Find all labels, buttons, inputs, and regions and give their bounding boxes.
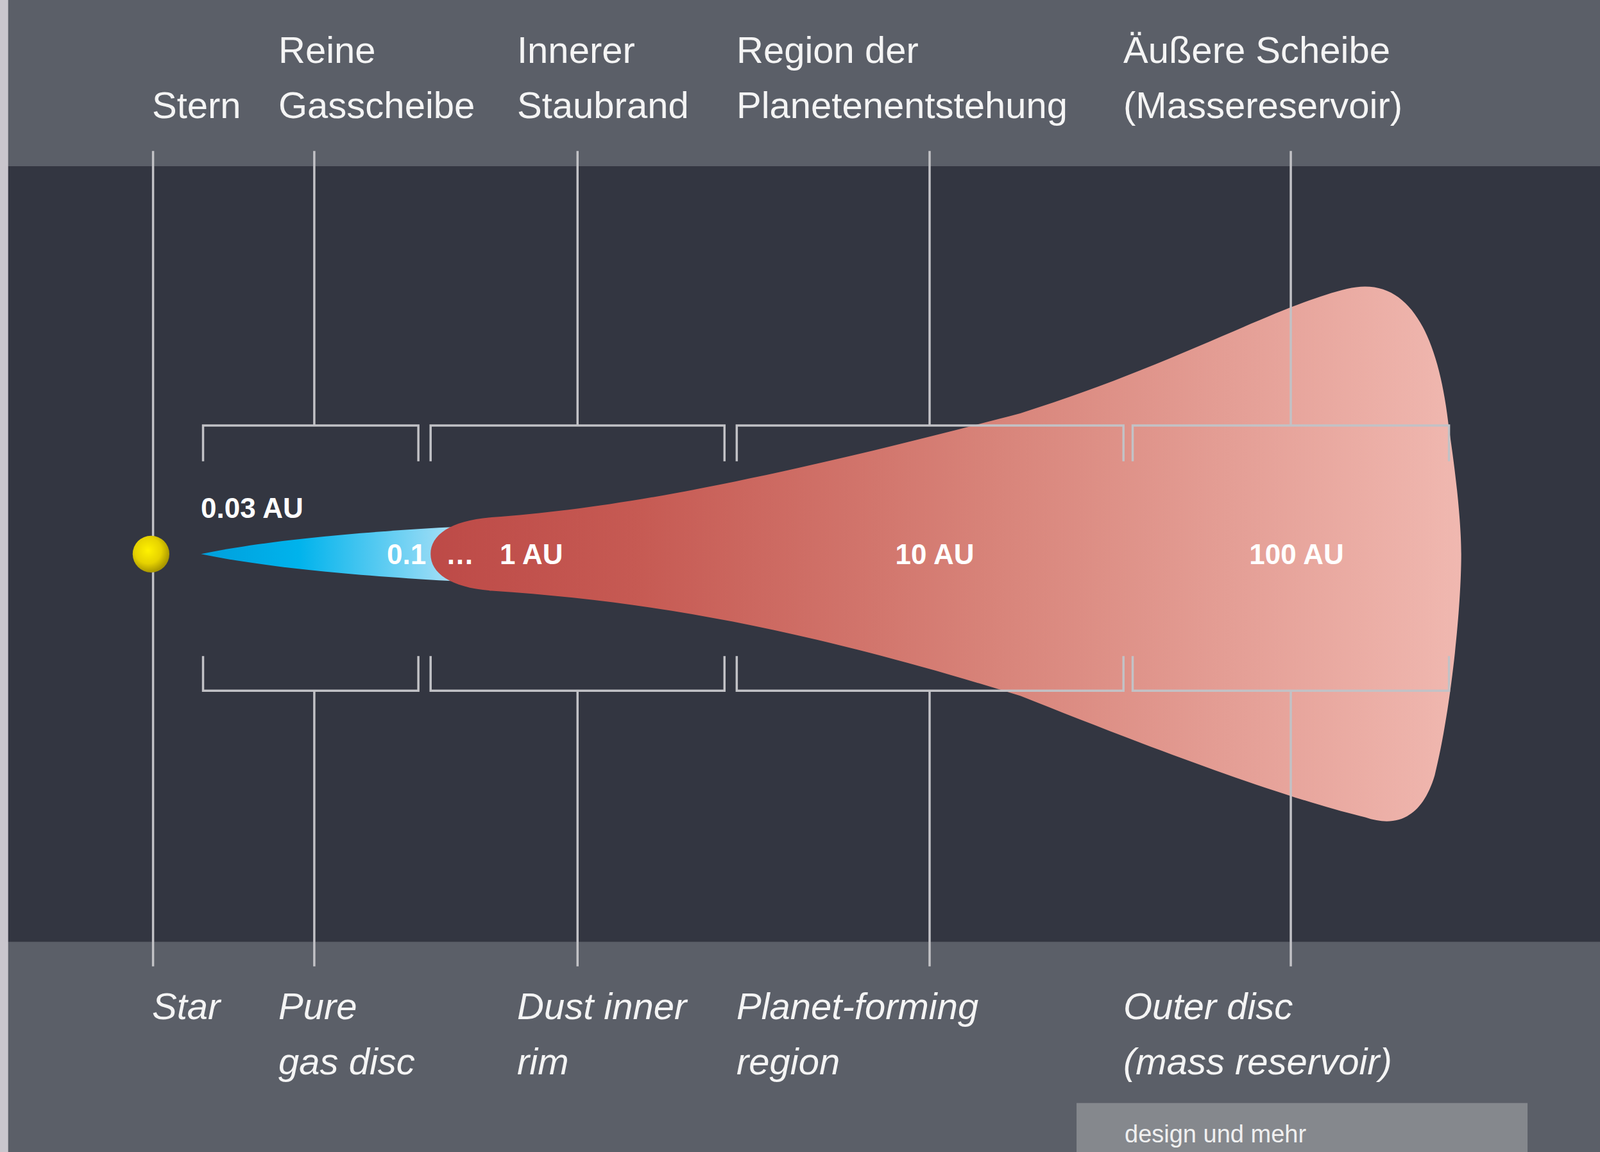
middle-band [0,166,1600,942]
region-label-en: Pure gas disc [278,978,423,1089]
star-label-de: Stern [152,77,242,133]
region-label-de: Äußere Scheibe (Massereservoir) [1123,22,1422,133]
star-symbol [132,535,170,573]
region-label-de: Reine Gasscheibe [278,22,494,133]
star-label-en: Star [152,978,221,1034]
red-dust-disc [430,286,1461,821]
region-label-en: Planet-forming region [736,978,1001,1089]
watermark-box [1076,1102,1528,1152]
region-label-de: Region der Planetenentstehung [736,22,1099,133]
region-label-en: Dust inner rim [517,978,705,1089]
distance-label: … [445,536,475,572]
distance-label: 0.1 [386,536,426,572]
leader-lines [153,150,1291,966]
left-strip [0,0,9,1152]
watermark: design und mehr [1124,1118,1307,1149]
distance-label: 1 AU [499,536,564,572]
distance-label: 0.03 AU [200,490,304,526]
top-band [0,0,1600,167]
region-label-en: Outer disc (mass reservoir) [1123,978,1404,1089]
brackets [203,425,1450,691]
bottom-band [0,941,1600,1152]
distance-label: 10 AU [894,536,974,572]
region-label-de: Innerer Staubrand [517,22,710,133]
distance-label: 100 AU [1249,536,1345,572]
